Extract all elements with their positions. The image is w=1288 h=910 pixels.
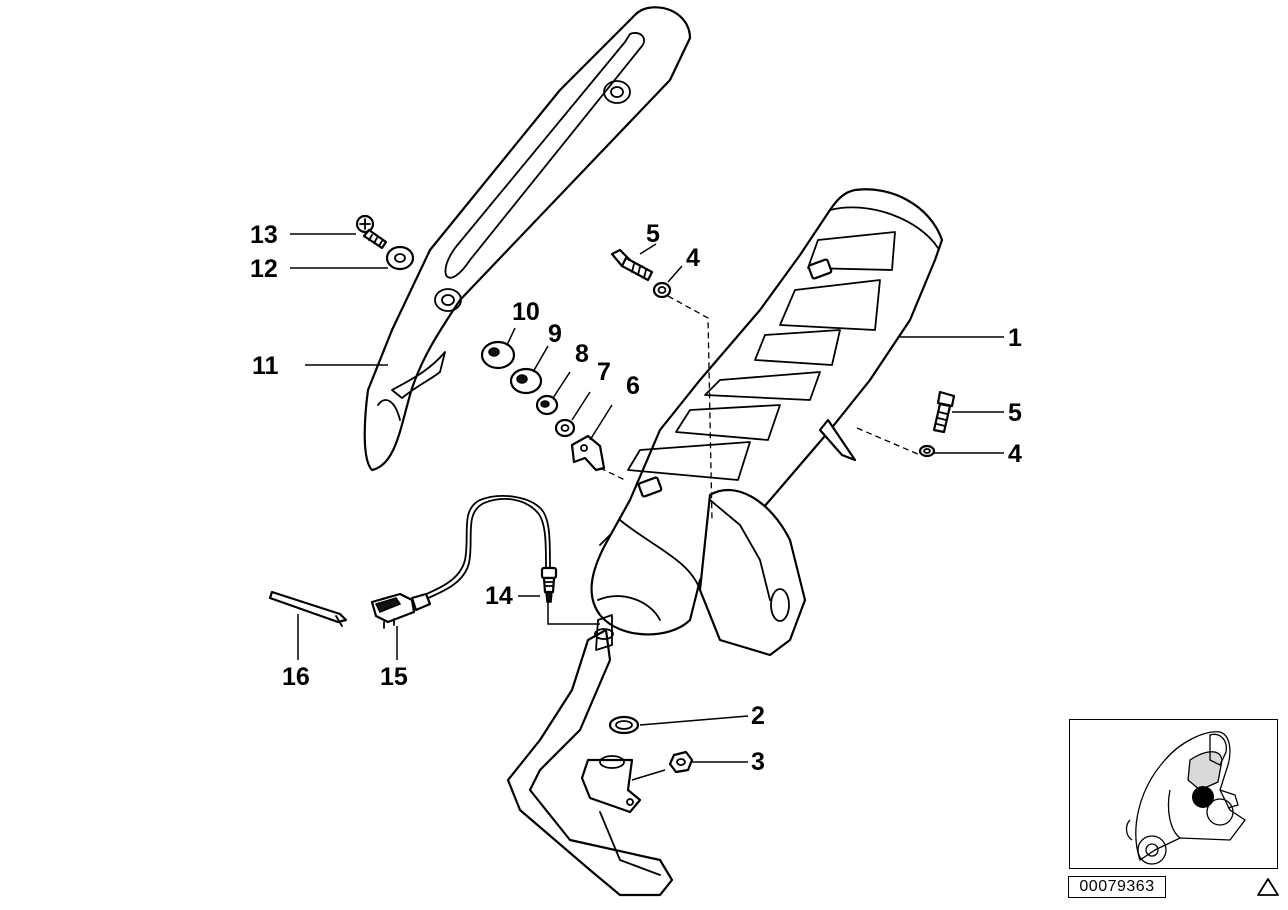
gasket-ring [608,715,640,735]
callout-9: 9 [548,320,562,348]
scooter-silhouette-icon [1125,731,1246,865]
callout-5-upper: 5 [646,220,660,248]
bushing-8 [535,394,559,416]
washer-right [918,444,936,458]
callout-6: 6 [626,372,640,400]
oxygen-sensor [421,495,558,603]
washer-7 [554,418,576,438]
muffler [590,188,944,657]
callout-8: 8 [575,340,589,368]
callout-14: 14 [485,582,513,610]
rubber-mount-9 [509,367,543,395]
bracket-6 [570,434,606,472]
assembly-lines [547,295,921,781]
callout-5-right: 5 [1008,399,1022,427]
reference-code: 00079363 [1068,876,1166,898]
washer-12 [385,245,415,271]
callout-7: 7 [597,358,611,386]
nut [668,750,694,774]
callout-2: 2 [751,702,765,730]
vehicle-location-thumbnail [1069,719,1278,869]
callout-4-right: 4 [1008,440,1022,468]
callout-12: 12 [250,255,278,283]
leader-lines [290,233,1004,763]
callout-3: 3 [751,748,765,776]
callout-15: 15 [380,663,408,691]
rubber-mount-10 [480,340,516,370]
bolt-upper [610,248,654,282]
callout-1: 1 [1008,324,1022,352]
cable-tie [268,590,348,627]
warning-triangle-icon [1257,878,1279,896]
callout-10: 10 [512,298,540,326]
callout-16: 16 [282,663,310,691]
screw-13 [355,214,388,250]
callout-11: 11 [252,352,279,380]
exhaust-pipe [506,614,674,897]
location-marker [1192,786,1214,808]
callout-13: 13 [250,221,278,249]
washer-upper [652,281,672,299]
connector-15 [370,592,432,629]
bolt-right [932,390,956,434]
heat-shield-plate [363,6,692,472]
callout-4-upper: 4 [686,244,700,272]
